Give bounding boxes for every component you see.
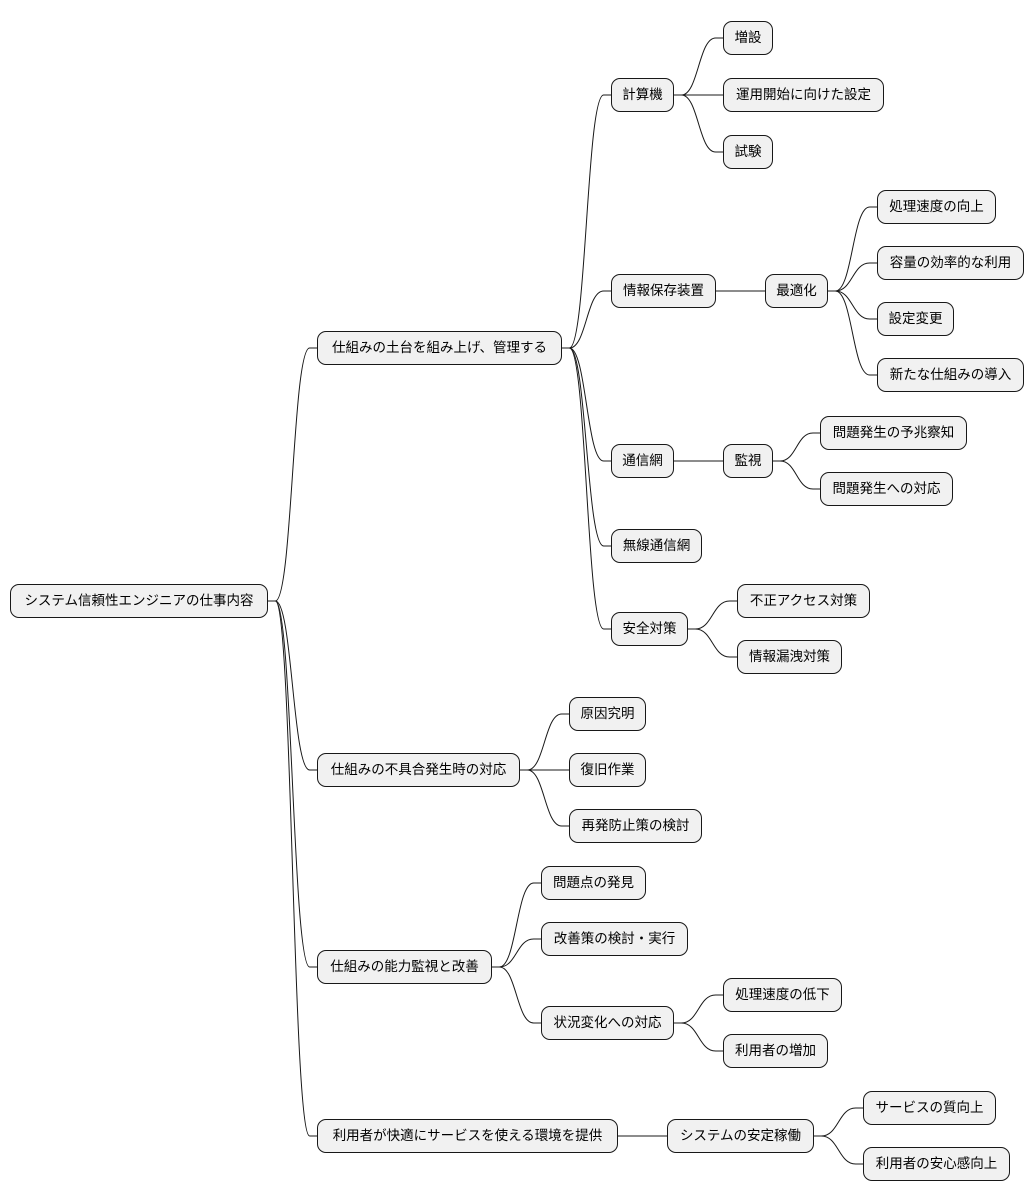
connector-n-root-to-n-b2 bbox=[268, 600, 317, 771]
leaf-expansion: 増設 bbox=[723, 21, 773, 55]
node-optimization: 最適化 bbox=[765, 274, 828, 308]
connector-n-b1-2-0-to-n-b1-2-0-0 bbox=[773, 432, 820, 462]
connector-n-b3-2-to-n-b3-2-0 bbox=[674, 994, 723, 1024]
connector-n-b1-to-n-b1-3 bbox=[562, 347, 611, 547]
connector-n-root-to-n-b1 bbox=[268, 347, 317, 602]
connector-n-b1-1-0-to-n-b1-1-0-0 bbox=[828, 206, 877, 292]
node-stable-operation: システムの安定稼働 bbox=[667, 1119, 814, 1153]
node-security-measures: 安全対策 bbox=[611, 612, 688, 646]
connector-n-b2-to-n-b2-0 bbox=[520, 713, 569, 771]
leaf-recurrence-prevention: 再発防止策の検討 bbox=[569, 809, 702, 843]
mindmap-root-node: システム信頼性エンジニアの仕事内容 bbox=[10, 584, 268, 618]
leaf-config-change: 設定変更 bbox=[877, 302, 954, 336]
node-monitoring: 監視 bbox=[723, 444, 773, 478]
leaf-user-reassurance: 利用者の安心感向上 bbox=[863, 1147, 1010, 1181]
connector-n-b3-to-n-b3-2 bbox=[492, 966, 541, 1024]
connector-n-root-to-n-b3 bbox=[268, 600, 317, 968]
connector-n-b3-to-n-b3-1 bbox=[492, 938, 541, 968]
leaf-new-system-introduction: 新たな仕組みの導入 bbox=[877, 358, 1024, 392]
connector-n-b1-1-0-to-n-b1-1-0-2 bbox=[828, 290, 877, 320]
connector-n-b1-to-n-b1-0 bbox=[562, 94, 611, 349]
connector-n-b2-to-n-b2-2 bbox=[520, 769, 569, 827]
leaf-speed-degradation: 処理速度の低下 bbox=[723, 978, 842, 1012]
branch-capacity-monitoring-node: 仕組みの能力監視と改善 bbox=[317, 950, 492, 984]
leaf-unauthorized-access-measures: 不正アクセス対策 bbox=[737, 584, 870, 618]
leaf-service-quality: サービスの質向上 bbox=[863, 1091, 996, 1125]
leaf-user-increase: 利用者の増加 bbox=[723, 1034, 828, 1068]
leaf-problem-sign-detection: 問題発生の予兆察知 bbox=[820, 416, 967, 450]
branch-user-environment-node: 利用者が快適にサービスを使える環境を提供 bbox=[317, 1119, 618, 1153]
connector-n-b1-4-to-n-b1-4-1 bbox=[688, 628, 737, 658]
leaf-root-cause-analysis: 原因究明 bbox=[569, 697, 646, 731]
connector-n-b1-2-0-to-n-b1-2-0-1 bbox=[773, 460, 820, 490]
leaf-setup-for-operation: 運用開始に向けた設定 bbox=[723, 78, 884, 112]
connector-n-b1-to-n-b1-4 bbox=[562, 347, 611, 630]
node-situation-change-response: 状況変化への対応 bbox=[541, 1006, 674, 1040]
leaf-problem-response: 問題発生への対応 bbox=[820, 472, 953, 506]
connector-n-b4-0-to-n-b4-0-0 bbox=[814, 1107, 863, 1137]
connector-n-b3-to-n-b3-0 bbox=[492, 882, 541, 968]
leaf-testing: 試験 bbox=[723, 135, 773, 169]
connector-n-b4-0-to-n-b4-0-1 bbox=[814, 1135, 863, 1165]
leaf-improvement-execution: 改善策の検討・実行 bbox=[541, 922, 688, 956]
connector-n-b1-0-to-n-b1-0-2 bbox=[674, 94, 723, 153]
leaf-efficient-capacity: 容量の効率的な利用 bbox=[877, 246, 1024, 280]
leaf-recovery-work: 復旧作業 bbox=[569, 753, 646, 787]
leaf-data-leak-measures: 情報漏洩対策 bbox=[737, 640, 842, 674]
connector-n-b1-4-to-n-b1-4-0 bbox=[688, 600, 737, 630]
connector-n-b1-to-n-b1-1 bbox=[562, 290, 611, 349]
node-network: 通信網 bbox=[611, 444, 674, 478]
connector-n-b3-2-to-n-b3-2-1 bbox=[674, 1022, 723, 1052]
connector-n-b1-1-0-to-n-b1-1-0-1 bbox=[828, 262, 877, 292]
connector-n-b1-1-0-to-n-b1-1-0-3 bbox=[828, 290, 877, 376]
connector-n-b1-0-to-n-b1-0-0 bbox=[674, 37, 723, 96]
node-wireless-network: 無線通信網 bbox=[611, 529, 702, 563]
branch-failure-response-node: 仕組みの不具合発生時の対応 bbox=[317, 753, 520, 787]
connector-n-root-to-n-b4 bbox=[268, 600, 317, 1137]
leaf-issue-discovery: 問題点の発見 bbox=[541, 866, 646, 900]
branch-infrastructure-node: 仕組みの土台を組み上げ、管理する bbox=[317, 331, 562, 365]
connector-n-b1-to-n-b1-2 bbox=[562, 347, 611, 462]
node-storage-device: 情報保存装置 bbox=[611, 274, 716, 308]
node-computer: 計算機 bbox=[611, 78, 674, 112]
leaf-speed-improvement: 処理速度の向上 bbox=[877, 190, 996, 224]
